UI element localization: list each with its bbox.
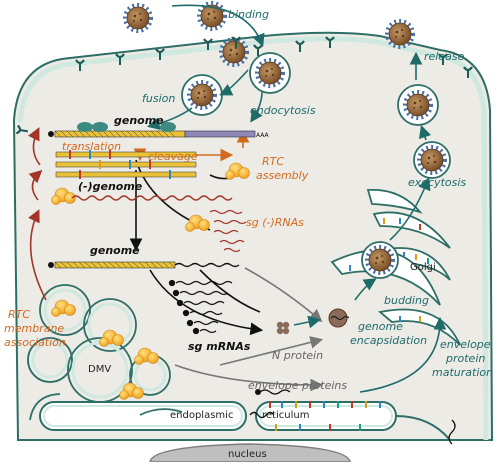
- virion-icon: [123, 1, 415, 116]
- label-envelope-maturation-1: envelope: [440, 338, 491, 351]
- label-fusion: fusion: [142, 92, 175, 105]
- label-n-protein: N protein: [272, 349, 323, 362]
- label-envelope-maturation-3: maturation: [432, 366, 493, 379]
- label-envelope-maturation-2: protein: [445, 352, 485, 365]
- label-genome-top: genome: [114, 114, 164, 127]
- label-budding: budding: [384, 294, 429, 307]
- genome-strand-mid: [48, 261, 240, 269]
- golgi: [330, 189, 461, 346]
- label-genome-encapsidation-1: genome: [358, 320, 403, 333]
- label-rtc-membrane-3: association: [4, 336, 66, 349]
- sg-mrnas: [168, 279, 233, 335]
- labels: binding fusion endocytosis release genom…: [4, 8, 493, 460]
- label-rtc-assembly-2: assembly: [256, 169, 309, 182]
- label-genome-encapsidation-2: encapsidation: [350, 334, 427, 347]
- sg-neg-rnas: [184, 209, 247, 253]
- label-nucleus: nucleus: [228, 449, 267, 460]
- label-endoplasmic: endoplasmic: [170, 410, 233, 421]
- label-genome-mid: genome: [90, 244, 140, 257]
- encapsidated-genome: [328, 308, 350, 328]
- label-rtc-membrane-2: membrane: [4, 322, 64, 335]
- er-proteins: [269, 401, 381, 431]
- exocytosis-vesicles: [361, 84, 451, 279]
- genome-strand-top: [48, 122, 256, 138]
- translation-products: [55, 150, 197, 179]
- label-endocytosis: endocytosis: [250, 104, 316, 117]
- label-envelope-proteins: envelope proteins: [248, 379, 347, 392]
- label-release: release: [424, 50, 465, 63]
- label-dmv: DMV: [88, 364, 111, 375]
- label-exocytosis: exocytosis: [408, 176, 466, 189]
- label-reticulum: reticulum: [262, 410, 309, 421]
- label-translation: translation: [62, 140, 121, 153]
- label-binding: binding: [228, 8, 269, 21]
- label-rtc-assembly-1: RTC: [262, 155, 284, 168]
- neg-genome-strand: [51, 187, 233, 205]
- label-rtc-membrane-1: RTC: [8, 308, 30, 321]
- label-sg-neg-rnas: sg (-)RNAs: [246, 216, 304, 229]
- label-sg-mrnas: sg mRNAs: [188, 340, 251, 353]
- nucleus: [149, 443, 351, 463]
- label-neg-genome: (-)genome: [78, 180, 143, 193]
- label-cleavage: cleavage: [148, 150, 198, 163]
- er-membrane-left: [39, 401, 247, 431]
- label-golgi: Golgi: [410, 262, 436, 273]
- label-aaa: AAA: [256, 132, 270, 139]
